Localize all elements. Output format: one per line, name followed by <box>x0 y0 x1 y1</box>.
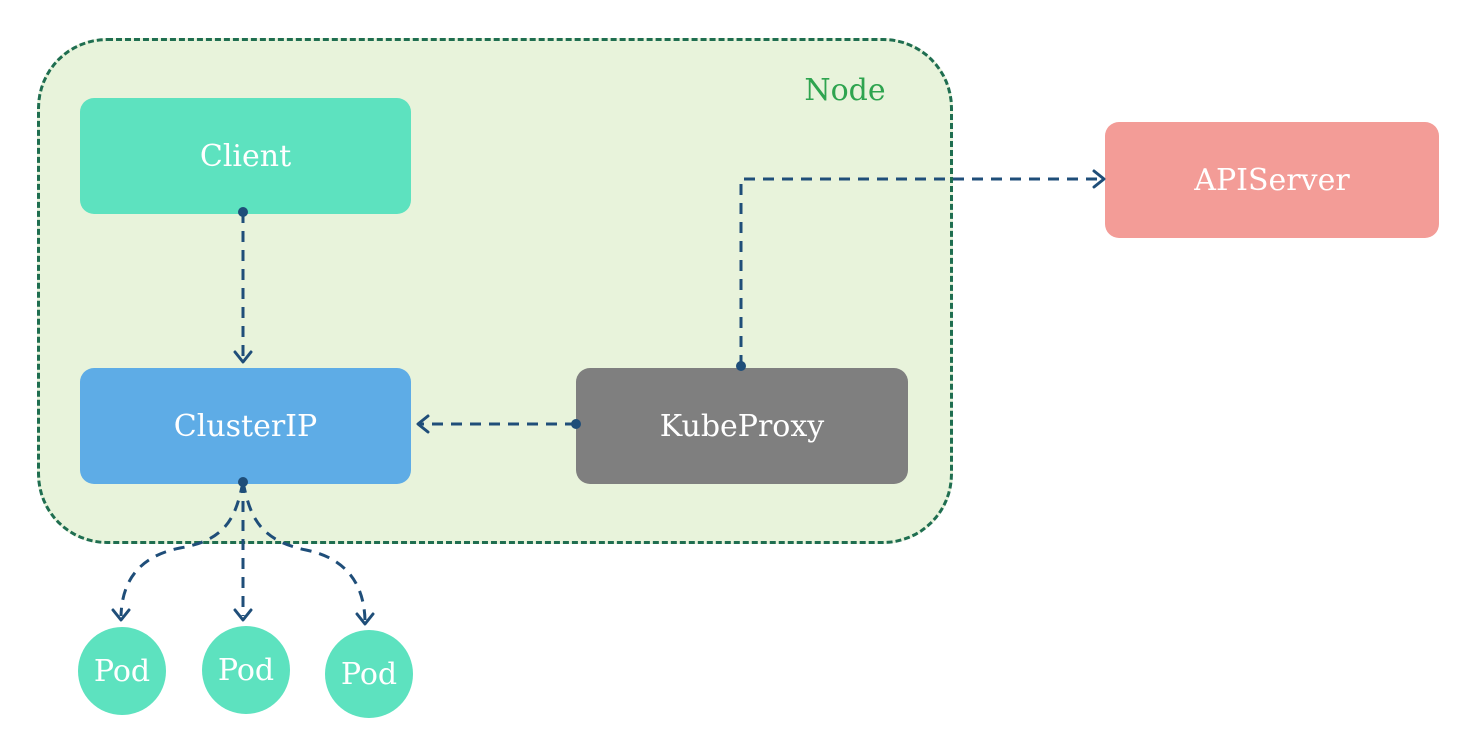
kubeproxy-box[interactable]: KubeProxy <box>576 368 908 484</box>
client-box[interactable]: Client <box>80 98 411 214</box>
pod-1[interactable]: Pod <box>78 627 166 715</box>
node-label: Node <box>804 73 886 108</box>
kubeproxy-top-port-dot <box>736 361 746 371</box>
kubeproxy-to-apiserver-connector <box>739 177 1098 366</box>
apiserver-box[interactable]: APIServer <box>1105 122 1439 238</box>
arrowhead-pod-3 <box>355 612 375 626</box>
clusterip-label: ClusterIP <box>173 408 318 444</box>
pod-3[interactable]: Pod <box>325 630 413 718</box>
clusterip-to-pod-3-connector <box>241 481 367 621</box>
pod-2-label: Pod <box>217 652 275 688</box>
kubeproxy-label: KubeProxy <box>659 408 825 444</box>
arrowhead-pod-1 <box>111 608 131 622</box>
apiserver-label: APIServer <box>1194 162 1350 198</box>
client-port-dot <box>238 207 248 217</box>
clusterip-to-pod-1-connector <box>119 481 245 617</box>
client-label: Client <box>199 138 292 174</box>
kubeproxy-left-port-dot <box>571 419 581 429</box>
pod-1-label: Pod <box>93 653 151 689</box>
clusterip-box[interactable]: ClusterIP <box>80 368 411 484</box>
clusterip-bottom-port-dot <box>238 477 248 487</box>
pod-3-label: Pod <box>340 656 398 692</box>
arrowhead-clusterip-top <box>233 350 253 364</box>
pod-2[interactable]: Pod <box>202 626 290 714</box>
arrowhead-pod-2 <box>233 608 253 622</box>
arrowhead-apiserver <box>1092 169 1106 189</box>
arrowhead-clusterip-right <box>416 414 430 434</box>
